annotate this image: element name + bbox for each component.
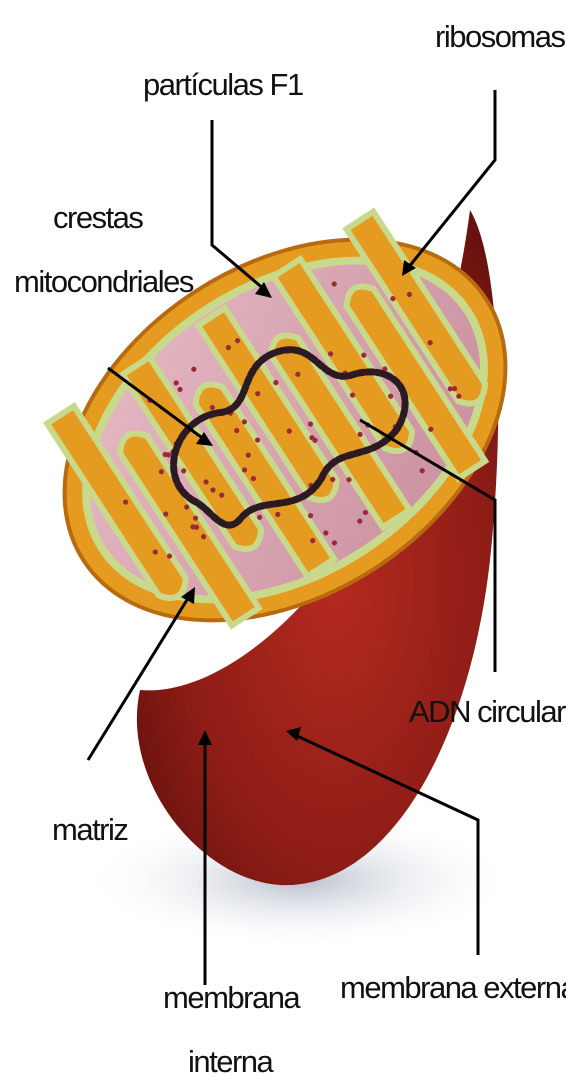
- label-f1-particles: partículas F1: [143, 67, 303, 102]
- label-inner-membrane-line1: membrana: [163, 980, 301, 1015]
- label-cristae-line1: crestas: [53, 200, 143, 235]
- label-ribosomes: ribosomas: [435, 19, 565, 54]
- label-inner-membrane-line2: interna: [188, 1044, 275, 1079]
- label-cristae-line2: mitocondriales: [14, 264, 194, 299]
- label-matrix: matriz: [52, 812, 127, 847]
- label-outer-membrane: membrana externa: [340, 970, 566, 1005]
- label-circular-dna: ADN circular: [409, 694, 566, 729]
